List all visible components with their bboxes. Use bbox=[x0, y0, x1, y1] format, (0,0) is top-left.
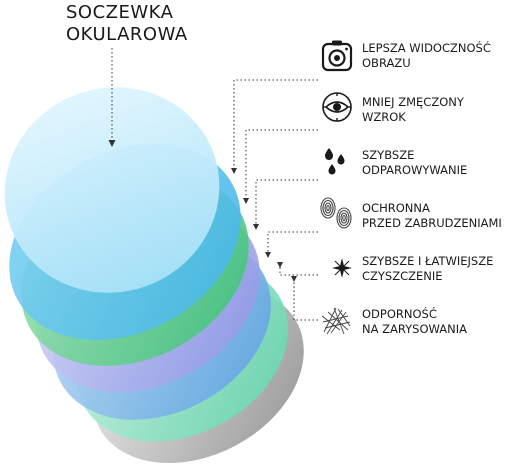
camera-icon bbox=[321, 40, 353, 72]
feature-easy-cleaning: SZYBSZE I ŁATWIEJSZE CZYSZCZENIE bbox=[362, 254, 512, 284]
water-drops-icon bbox=[325, 148, 345, 175]
feature-label-line1: MNIEJ ZMĘCZONY bbox=[362, 95, 464, 109]
feature-fast-evaporation: SZYBSZE ODPAROWYWANIE bbox=[362, 148, 512, 178]
feature-label-line2: CZYSZCZENIE bbox=[362, 269, 443, 283]
feature-dirt-protection: OCHRONNA PRZED ZABRUDZENIAMI bbox=[362, 201, 512, 231]
leader-arrowhead-2 bbox=[243, 198, 249, 204]
leader-line-2 bbox=[245, 129, 318, 198]
feature-label-line2: ODPAROWYWANIE bbox=[362, 163, 468, 177]
eye-icon bbox=[322, 92, 352, 122]
feature-label-line2: PRZED ZABRUDZENIAMI bbox=[362, 216, 502, 230]
leader-arrowhead-4 bbox=[265, 252, 271, 258]
leader-line-3 bbox=[255, 179, 318, 224]
feature-label-line1: ODPORNOŚĆ bbox=[362, 307, 437, 321]
feature-label-line1: SZYBSZE bbox=[362, 148, 415, 162]
leader-line-4 bbox=[267, 231, 318, 252]
scratch-icon bbox=[321, 307, 351, 335]
leader-arrowhead-5 bbox=[277, 262, 283, 268]
sparkle-icon bbox=[332, 258, 352, 278]
leader-line-5 bbox=[279, 262, 318, 276]
fingerprint-icon bbox=[320, 197, 352, 229]
leader-line-6 bbox=[293, 276, 318, 321]
diagram-title-line2: OKULAROWA bbox=[66, 24, 188, 45]
lens-main bbox=[4, 87, 220, 293]
feature-better-visibility: LEPSZA WIDOCZNOŚĆ OBRAZU bbox=[362, 41, 512, 71]
title-pointer-arrowhead bbox=[108, 140, 116, 147]
feature-label-line2: OBRAZU bbox=[362, 56, 411, 70]
leader-line-1 bbox=[233, 79, 318, 168]
leader-arrowhead-3 bbox=[253, 224, 259, 230]
diagram-title-line1: SOCZEWKA bbox=[66, 2, 174, 23]
feature-label-line1: SZYBSZE I ŁATWIEJSZE bbox=[362, 254, 494, 268]
leader-arrowhead-6 bbox=[291, 276, 297, 282]
feature-label-line2: NA ZARYSOWANIA bbox=[362, 322, 467, 336]
feature-scratch-resistance: ODPORNOŚĆ NA ZARYSOWANIA bbox=[362, 307, 512, 337]
feature-label-line1: OCHRONNA bbox=[362, 201, 430, 215]
feature-label-line1: LEPSZA WIDOCZNOŚĆ bbox=[362, 41, 491, 55]
leader-arrowhead-1 bbox=[231, 168, 237, 174]
feature-less-eye-strain: MNIEJ ZMĘCZONY WZROK bbox=[362, 95, 512, 125]
feature-label-line2: WZROK bbox=[362, 110, 406, 124]
